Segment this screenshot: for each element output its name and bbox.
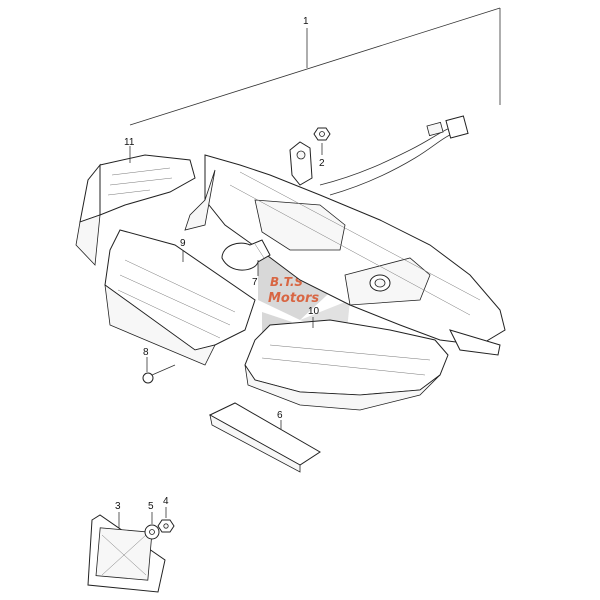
part-9-side-lens (104, 229, 256, 366)
part-1-light-housing (184, 154, 506, 356)
watermark-line2: Motors (268, 291, 319, 306)
part-7-bulb (221, 239, 271, 271)
part-3-plate-light (87, 514, 166, 593)
assembly-bracket-leader (129, 7, 501, 126)
watermark-line1: B.T.S (270, 275, 303, 289)
part-8-screw (142, 364, 176, 384)
bulb-socket (369, 274, 391, 292)
part-11-lens-cover (75, 154, 196, 266)
part-10-side-lens (244, 319, 449, 411)
callout-8: 8 (143, 347, 149, 358)
wiring-harness (319, 115, 469, 196)
wiring-connector (445, 115, 469, 139)
callout-6: 6 (277, 410, 283, 421)
callout-3: 3 (115, 501, 121, 512)
callout-5: 5 (148, 501, 154, 512)
callout-11: 11 (124, 137, 135, 148)
part-4-nut (157, 519, 175, 533)
callout-7: 7 (252, 277, 258, 288)
mounting-bracket (289, 141, 313, 186)
part-2-nut (313, 127, 331, 141)
callout-9: 9 (180, 238, 186, 249)
part-6-reflector (208, 402, 321, 473)
callout-4: 4 (163, 496, 169, 507)
part-5-washer (144, 524, 160, 540)
callout-1: 1 (303, 16, 309, 27)
callout-10: 10 (308, 306, 320, 317)
callout-2: 2 (319, 158, 325, 169)
